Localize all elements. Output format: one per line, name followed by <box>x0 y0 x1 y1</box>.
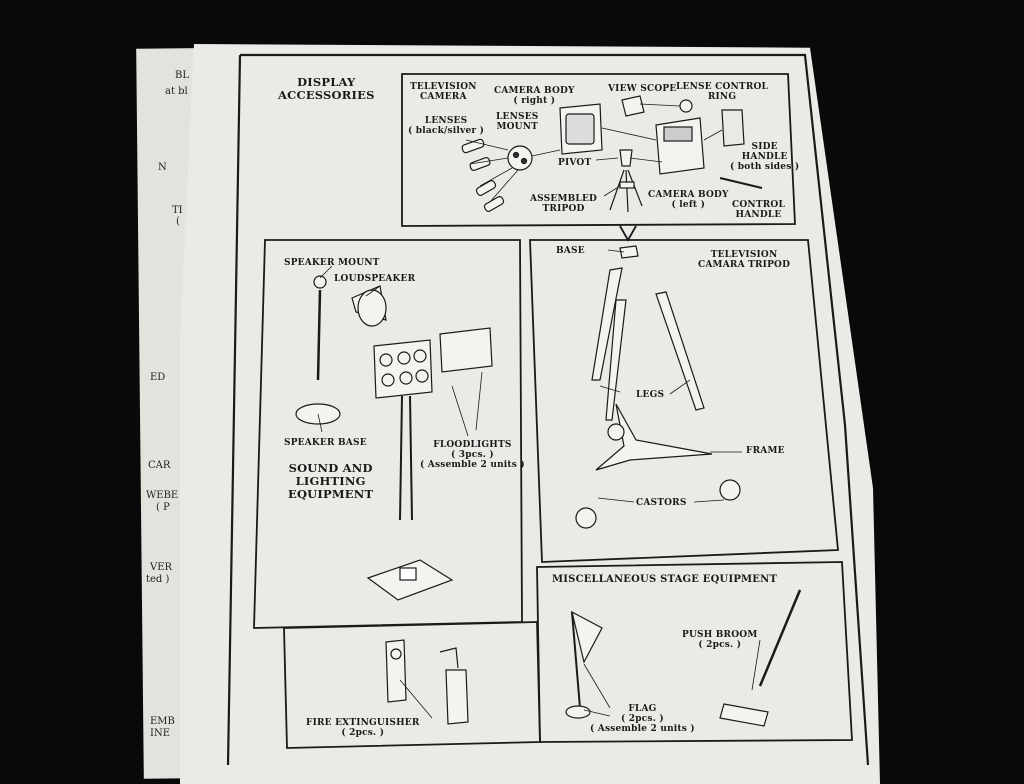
tripod-leg <box>591 267 623 381</box>
lenses-label: LENSES( black/silver ) <box>408 116 485 136</box>
speaker-mount-part <box>313 275 327 289</box>
tripod-box <box>529 239 839 563</box>
castors-label: CASTORS <box>636 498 687 508</box>
frame-label: FRAME <box>746 446 785 456</box>
back-fragment: VER <box>150 562 173 573</box>
flag-label: FLAG( 2pcs. )( Assemble 2 units ) <box>590 704 695 734</box>
back-fragment: EMB <box>150 716 175 727</box>
floodlight-panel <box>373 339 433 399</box>
outer-frame <box>240 53 870 766</box>
flag-part <box>571 610 603 664</box>
back-fragment: N <box>158 162 167 173</box>
extinguisher-box <box>283 621 541 749</box>
fire-extinguisher-label: FIRE EXTINGUISHER( 2pcs. ) <box>306 718 420 738</box>
pivot-label: PIVOT <box>558 158 592 168</box>
push-broom-label: PUSH BROOM( 2pcs. ) <box>682 630 758 650</box>
back-fragment: ( <box>176 216 180 227</box>
lenses-mount-part <box>507 145 533 171</box>
tv-camera-box <box>401 73 796 227</box>
tripod-leg <box>605 299 627 421</box>
diagram-art <box>226 53 870 766</box>
back-fragment: ED <box>150 372 166 383</box>
lenses-group <box>461 138 505 212</box>
speaker-base-label: SPEAKER BASE <box>284 438 367 448</box>
floodlights-label: FLOODLIGHTS( 3pcs. )( Assemble 2 units ) <box>420 440 525 470</box>
back-fragment: ted ) <box>146 574 170 585</box>
tripod-leg <box>655 291 705 411</box>
tripod-base-label: BASE <box>556 246 585 256</box>
loudspeaker-label: LOUDSPEAKER <box>334 274 416 284</box>
back-fragment: WEBE <box>146 490 179 501</box>
tripod-frame-part <box>595 403 713 471</box>
sound-lighting-box <box>253 239 523 629</box>
back-fragment: CAR <box>148 460 171 471</box>
back-fragment: at bl <box>165 86 188 97</box>
back-fragment: BL <box>175 70 189 81</box>
camera-body-right-label: CAMERA BODY( right ) <box>494 86 575 106</box>
camera-body-left-label: CAMERA BODY( left ) <box>648 190 729 210</box>
misc-title: MISCELLANEOUS STAGE EQUIPMENT <box>552 574 778 585</box>
extinguisher-body <box>445 669 469 725</box>
broom-head <box>719 703 769 727</box>
back-fragment: ( P <box>156 502 170 513</box>
back-fragment: INE <box>150 728 170 739</box>
tripod-base-part <box>619 245 639 259</box>
view-scope-label: VIEW SCOPE <box>608 84 677 94</box>
legs-label: LEGS <box>636 390 665 400</box>
broom-handle <box>758 589 802 687</box>
back-fragment: TI <box>172 205 183 216</box>
speaker-mount-label: SPEAKER MOUNT <box>284 258 380 268</box>
